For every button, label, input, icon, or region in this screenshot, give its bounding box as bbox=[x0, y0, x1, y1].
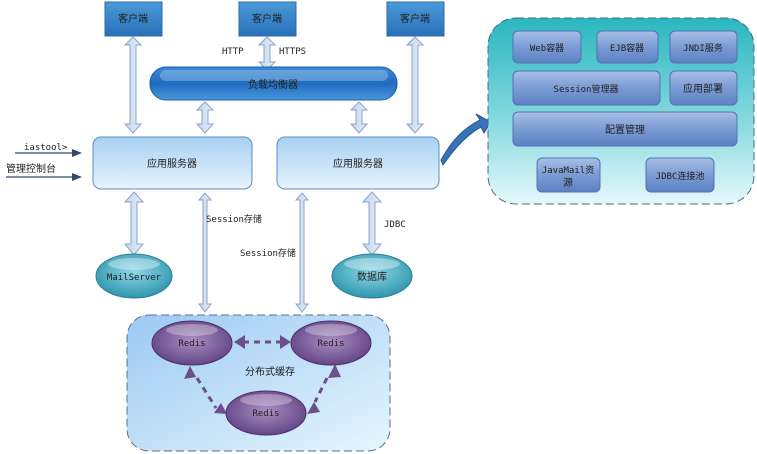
bidirectional-arrow bbox=[361, 191, 383, 256]
redis-label: Redis bbox=[252, 409, 279, 419]
jdbc-label: JDBC bbox=[384, 220, 406, 230]
client-box: 客户端 bbox=[238, 1, 297, 37]
iastool-label: iastool> bbox=[24, 143, 68, 153]
javamail-module: JavaMail资 源 bbox=[536, 157, 601, 193]
load-balancer: 负载均衡器 bbox=[149, 66, 398, 101]
bidirectional-arrow bbox=[349, 101, 369, 134]
iastool-input: iastool> bbox=[15, 143, 82, 157]
client-box: 客户端 bbox=[386, 1, 445, 37]
arrow-down-right-icon bbox=[214, 403, 227, 414]
module-label: JDBC连接池 bbox=[656, 170, 705, 182]
client-label: 客户端 bbox=[400, 12, 430, 25]
module-label: EJB容器 bbox=[610, 42, 644, 54]
app-server-label: 应用服务器 bbox=[333, 157, 383, 170]
expand-arrow bbox=[440, 113, 492, 167]
redis-node: Redis bbox=[225, 390, 307, 436]
app-deploy-module: 应用部署 bbox=[669, 70, 738, 106]
client-label: 客户端 bbox=[118, 12, 148, 25]
app-server-box: 应用服务器 bbox=[276, 136, 440, 190]
mail-server-node: MailServer bbox=[95, 253, 173, 299]
ejb-container-module: EJB容器 bbox=[596, 30, 659, 64]
server-detail-panel: Web容器 EJB容器 JNDI服务 Session管理器 应用部署 配置管理 … bbox=[487, 17, 755, 205]
module-label: JNDI服务 bbox=[683, 42, 723, 54]
app-server-label: 应用服务器 bbox=[147, 157, 197, 170]
distributed-cache: 分布式缓存 Redis Redis Redis bbox=[126, 314, 391, 452]
arrow-right-icon bbox=[72, 149, 82, 157]
arrow-right-icon bbox=[280, 335, 291, 349]
bidirectional-arrow bbox=[405, 36, 425, 134]
bidirectional-arrow bbox=[294, 192, 310, 313]
session-storage-label: Session存储 bbox=[240, 247, 296, 259]
arrow-down-left-icon bbox=[307, 402, 320, 414]
console-input: 管理控制台 bbox=[6, 162, 82, 181]
redis-label: Redis bbox=[317, 339, 344, 349]
redis-label: Redis bbox=[178, 339, 205, 349]
database-node: 数据库 bbox=[331, 253, 413, 299]
module-label: 源 bbox=[563, 176, 573, 189]
module-label: JavaMail资 bbox=[542, 165, 594, 176]
cache-title: 分布式缓存 bbox=[245, 365, 295, 378]
redis-node: Redis bbox=[290, 320, 372, 366]
bidirectional-arrow bbox=[123, 36, 143, 134]
mail-server-label: MailServer bbox=[107, 273, 162, 283]
arrow-up-icon bbox=[184, 366, 196, 379]
https-label: HTTPS bbox=[279, 47, 306, 57]
database-label: 数据库 bbox=[357, 270, 387, 283]
arrow-up-icon bbox=[328, 364, 341, 378]
module-label: 应用部署 bbox=[683, 82, 723, 95]
bidirectional-arrow bbox=[123, 191, 145, 256]
module-label: 配置管理 bbox=[605, 123, 645, 136]
module-label: Web容器 bbox=[530, 42, 564, 54]
app-server-box: 应用服务器 bbox=[92, 136, 253, 190]
load-balancer-label: 负载均衡器 bbox=[248, 78, 298, 91]
client-box: 客户端 bbox=[104, 1, 163, 37]
bidirectional-arrow bbox=[197, 192, 213, 313]
bidirectional-arrow bbox=[195, 101, 215, 134]
arrow-right-icon bbox=[72, 173, 82, 181]
client-label: 客户端 bbox=[252, 12, 282, 25]
bidirectional-arrow bbox=[257, 36, 277, 71]
web-container-module: Web容器 bbox=[512, 30, 582, 64]
session-storage-label: Session存储 bbox=[206, 213, 262, 225]
config-manage-module: 配置管理 bbox=[512, 111, 738, 147]
module-label: Session管理器 bbox=[554, 83, 619, 95]
jdbc-pool-module: JDBC连接池 bbox=[645, 157, 715, 193]
arrow-left-icon bbox=[234, 335, 245, 349]
redis-node: Redis bbox=[151, 320, 233, 366]
http-label: HTTP bbox=[222, 47, 244, 57]
console-label: 管理控制台 bbox=[6, 162, 56, 175]
session-manager-module: Session管理器 bbox=[512, 70, 661, 106]
jndi-service-module: JNDI服务 bbox=[669, 30, 738, 64]
